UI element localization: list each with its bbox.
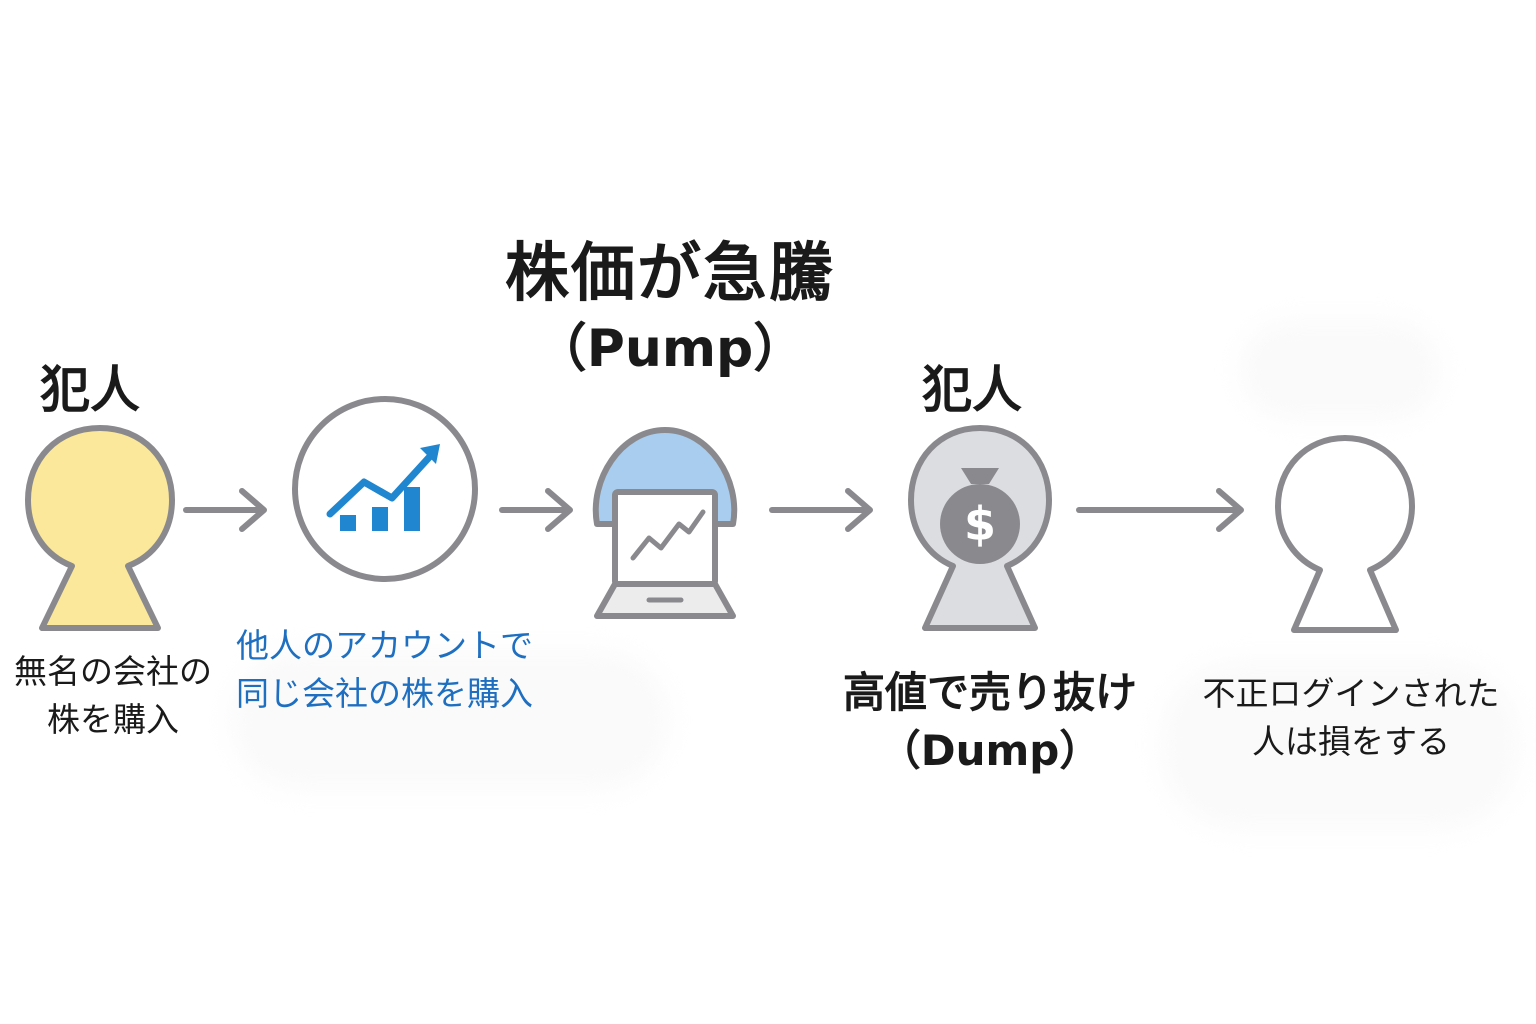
faint-background-blob — [1240, 320, 1440, 420]
diagram-subtitle: （Pump） — [534, 319, 806, 379]
rising-chart-icon — [292, 396, 478, 582]
caption-step1: 無名の会社の 株を購入 — [0, 648, 226, 744]
dollar-sign: $ — [964, 497, 996, 551]
caption-line: 人は損をする — [1252, 722, 1450, 761]
caption-line: 同じ会社の株を購入 — [236, 674, 533, 713]
culprit-label-left: 犯人 — [40, 361, 140, 419]
caption-line: （Dump） — [878, 726, 1102, 775]
person-keyhole-icon — [25, 425, 175, 631]
caption-step2: 他人のアカウントで 同じ会社の株を購入 — [236, 622, 533, 718]
culprit-label-right: 犯人 — [922, 361, 1022, 419]
arrow-right-icon — [769, 488, 873, 532]
laptop-chart-icon — [592, 427, 738, 619]
caption-line: 無名の会社の — [14, 652, 212, 691]
faint-background-blob — [1160, 660, 1520, 830]
arrow-right-icon — [183, 488, 267, 532]
arrow-right-icon — [499, 488, 573, 532]
person-keyhole-icon — [1275, 435, 1415, 633]
arrow-right-icon — [1076, 488, 1244, 532]
caption-line: 株を購入 — [47, 700, 179, 739]
diagram-title: 株価が急騰 — [505, 237, 835, 311]
caption-line: 不正ログインされた — [1202, 674, 1500, 713]
caption-step5: 不正ログインされた 人は損をする — [1176, 670, 1526, 766]
caption-line: 他人のアカウントで — [236, 626, 533, 665]
caption-line: 高値で売り抜け — [842, 668, 1137, 717]
caption-step4: 高値で売り抜け （Dump） — [830, 664, 1150, 780]
money-bag-icon: $ — [908, 425, 1052, 631]
faint-background-blob — [230, 650, 670, 790]
